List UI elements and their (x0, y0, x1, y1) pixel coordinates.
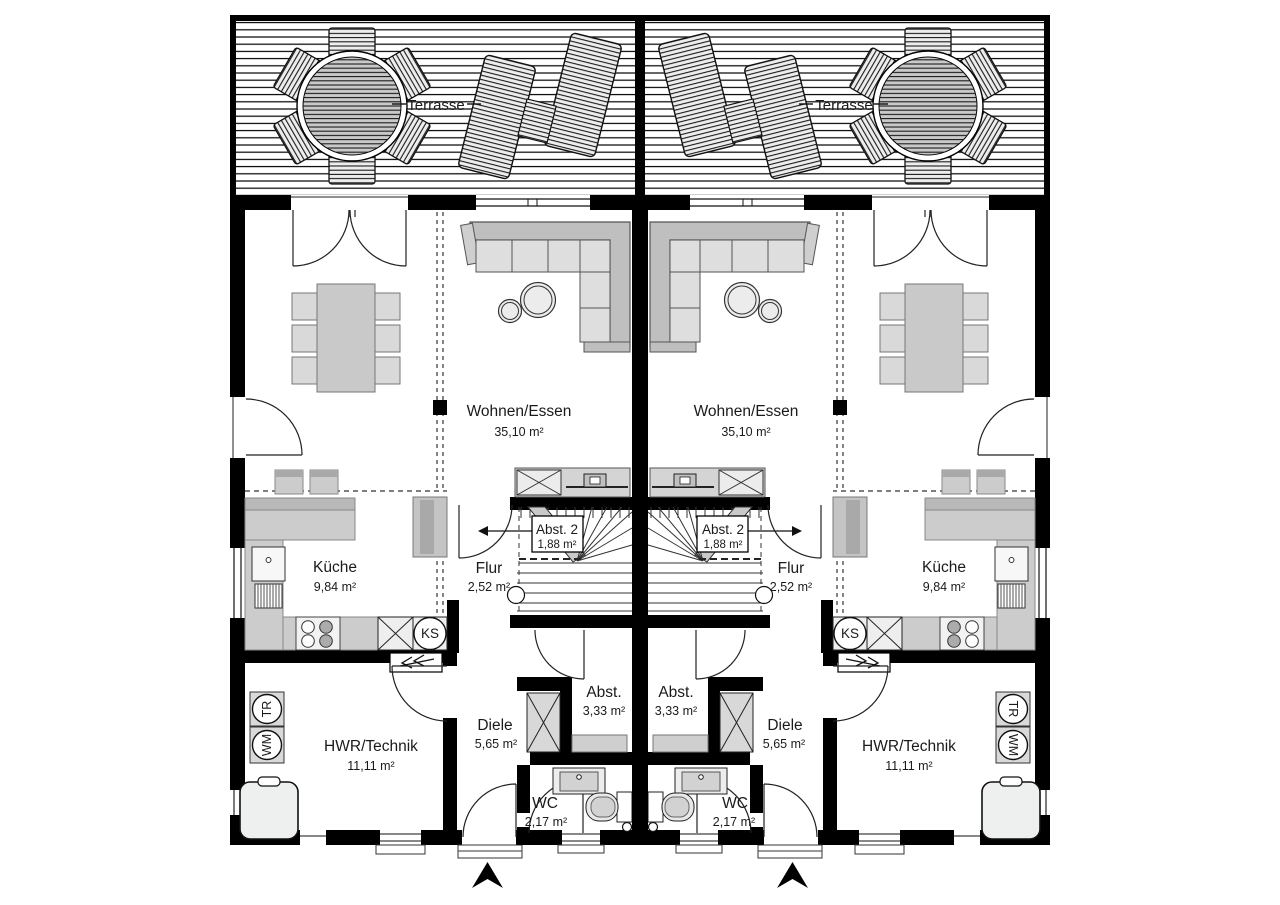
fridge (412, 616, 448, 651)
doors (245, 209, 633, 838)
room-label-storage-right: Abst. (658, 684, 693, 701)
room-label-entry-left: Diele (477, 717, 512, 734)
room-area-storage-right: 3,33 m² (655, 704, 697, 718)
room-area-storage2-left: 1,88 m² (538, 539, 577, 551)
toilet-cistern (616, 791, 633, 823)
room-area-hall-left: 2,52 m² (468, 580, 510, 594)
hall-door (458, 504, 513, 559)
dishwasher (377, 616, 414, 651)
coffee-tables (497, 281, 557, 324)
unit-right-shapes (640, 15, 1050, 888)
room-label-hall-right: Flur (778, 560, 805, 577)
room-area-utility-right: 11,11 m² (885, 759, 932, 773)
bottom-wall-openings (300, 830, 605, 859)
room-area-entry-left: 5,65 m² (475, 737, 517, 751)
entrance-door (462, 783, 517, 838)
top-wall-openings (291, 195, 590, 210)
room-label-utility-left: HWR/Technik (324, 738, 418, 755)
kitchen-sink (251, 546, 286, 609)
room-area-entry-right: 5,65 m² (763, 737, 805, 751)
unit-left-shapes (230, 15, 640, 888)
dining-set (291, 283, 401, 393)
storage2-box (478, 515, 584, 553)
room-area-hall-right: 2,52 m² (770, 580, 812, 594)
laundry-appliances (239, 691, 299, 840)
dryer-label-left: TR (260, 701, 274, 718)
corner-sofa (460, 221, 631, 353)
room-label-kitchen-right: Küche (922, 559, 966, 576)
storage-door (534, 629, 585, 680)
room-label-storage2-right: Abst. 2 (702, 522, 744, 537)
labels: Terrasse Terrasse Wohnen/Essen 35,10 m² … (260, 97, 1020, 829)
french-door-right-leaf (349, 209, 407, 267)
column (433, 400, 447, 415)
room-area-living-left: 35,10 m² (494, 425, 543, 439)
room-label-living-right: Wohnen/Essen (694, 403, 799, 420)
terrace-dining-set (272, 27, 432, 185)
room-label-kitchen-left: Küche (313, 559, 357, 576)
side-door-terrace (245, 398, 303, 456)
room-area-kitchen-right: 9,84 m² (923, 580, 965, 594)
room-label-wc-left: WC (532, 795, 558, 812)
room-area-utility-left: 11,11 m² (347, 759, 394, 773)
washer-label-left: WM (260, 734, 274, 756)
terrace-label-right: Terrasse (815, 97, 873, 114)
fridge-label-right: KS (841, 626, 859, 641)
room-area-living-right: 35,10 m² (721, 425, 770, 439)
room-label-utility-right: HWR/Technik (862, 738, 956, 755)
room-area-wc-right: 2,17 m² (713, 815, 755, 829)
washer-label-right: WM (1006, 734, 1020, 756)
utility-door (391, 665, 448, 722)
dining-table (316, 283, 376, 393)
fridge-label-left: KS (421, 626, 439, 641)
dryer-label-right: TR (1006, 701, 1020, 718)
wc-fixtures (552, 767, 633, 823)
terrace-divider (635, 15, 645, 197)
storage-interior (526, 692, 628, 753)
heater (239, 781, 299, 840)
room-label-hall-left: Flur (476, 560, 503, 577)
terrace-label-left: Terrasse (407, 97, 465, 114)
room-label-wc-right: WC (722, 795, 748, 812)
room-label-storage2-left: Abst. 2 (536, 522, 578, 537)
sliding-door (389, 652, 443, 673)
party-wall (632, 195, 648, 845)
tv-sideboard (514, 467, 631, 498)
stove (295, 616, 341, 651)
french-door-left-leaf (292, 209, 350, 267)
room-label-living-left: Wohnen/Essen (467, 403, 572, 420)
room-label-entry-right: Diele (767, 717, 802, 734)
room-area-wc-left: 2,17 m² (525, 815, 567, 829)
room-area-storage2-right: 1,88 m² (704, 539, 743, 551)
room-area-kitchen-left: 9,84 m² (314, 580, 356, 594)
room-area-storage-left: 3,33 m² (583, 704, 625, 718)
room-label-storage-left: Abst. (586, 684, 621, 701)
entrance-arrow (472, 862, 503, 888)
